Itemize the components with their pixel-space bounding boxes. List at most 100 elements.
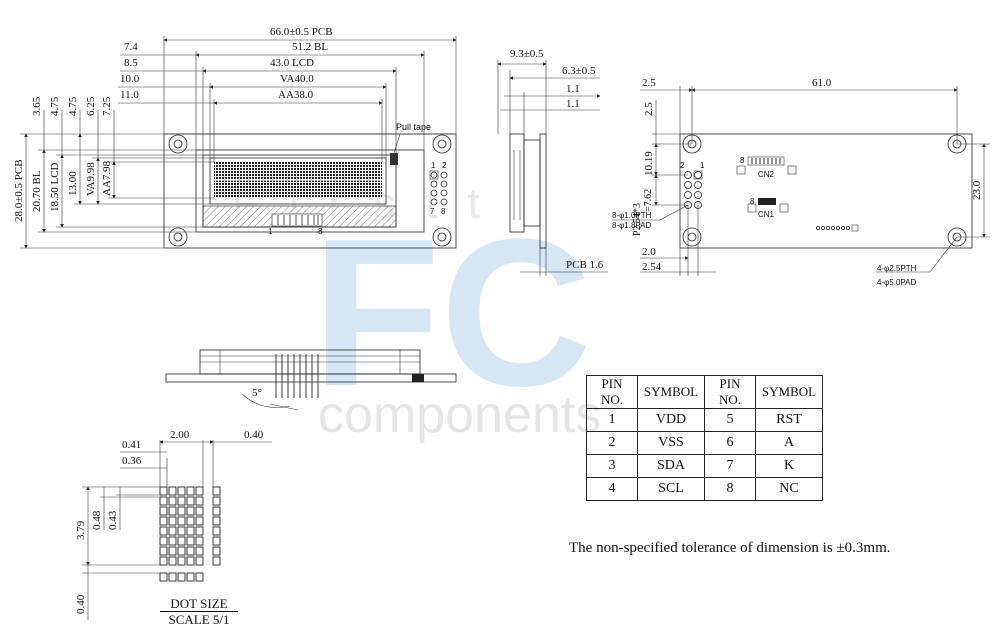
header-pin-no-1: PIN NO. (586, 375, 638, 409)
pin-table-header-row: PIN NO. SYMBOL PIN NO. SYMBOL (586, 375, 823, 409)
dim-side-63: 6.3±0.5 (562, 65, 596, 77)
table-cell: 5 (704, 408, 756, 432)
front-pin1-label: 1 (431, 161, 436, 170)
dim-dot-041: 0.41 (122, 439, 141, 451)
dim-pcb-height: 28.0±0.5 PCB (13, 159, 25, 222)
table-cell: K (755, 454, 823, 478)
dim-back-pitch-total: =7.62 (643, 189, 654, 212)
table-row: 1 VDD 5 RST (586, 408, 823, 432)
bottom-side-view: 5° (165, 349, 457, 411)
front-view: 1 8 Pull tape 1 2 7 8 66.0±0.5 PCB 51.2 … (13, 26, 457, 249)
dim-back-25a: 2.5 (642, 77, 656, 89)
dim-v-475a: 4.75 (49, 96, 61, 116)
table-cell: 2 (586, 431, 638, 455)
table-cell: 1 (586, 408, 638, 432)
dim-offset-pcb: 7.4 (124, 41, 138, 53)
viewing-area (209, 157, 387, 205)
cn2-connector (747, 156, 785, 166)
dim-pcb-width: 66.0±0.5 PCB (270, 26, 333, 38)
back-pcb-outline (679, 133, 973, 249)
dim-dot-043: 0.43 (107, 510, 119, 530)
table-cell: VDD (637, 408, 705, 432)
dim-dot-040v: 0.40 (75, 594, 87, 614)
dot-scale-label: SCALE 5/1 (168, 612, 230, 627)
table-cell: 7 (704, 454, 756, 478)
table-cell: 3 (586, 454, 638, 478)
cn2-label: CN2 (758, 170, 775, 179)
dim-dot-200: 2.00 (170, 429, 190, 441)
dim-offset-bl: 8.5 (124, 57, 138, 69)
dim-v-475b: 4.75 (67, 96, 79, 116)
dim-offset-va: 11.0 (120, 89, 139, 101)
pull-tape-label: Pull tape (396, 122, 431, 132)
back-pth-label: 8-φ1.0PTH (612, 211, 652, 220)
dim-back-61: 61.0 (812, 77, 832, 89)
back-mount-holes (682, 134, 967, 247)
table-cell: 4 (586, 477, 638, 501)
table-cell: VSS (637, 431, 705, 455)
dim-aa-height: AA7.98 (101, 160, 113, 196)
back-pin-header (684, 170, 703, 209)
table-cell: A (755, 431, 823, 455)
dim-lcd-height: 18.50 LCD (49, 162, 61, 212)
cn1-label: CN1 (758, 210, 775, 219)
dim-dot-048: 0.48 (91, 510, 103, 530)
table-cell: 6 (704, 431, 756, 455)
dim-angle: 5° (252, 387, 262, 399)
table-row: 3 SDA 7 K (586, 454, 823, 478)
table-cell: 8 (704, 477, 756, 501)
back-pin2-label: 2 (680, 161, 685, 170)
dot-size-label: DOT SIZE (160, 596, 238, 612)
conn-start-label: 1 (268, 227, 273, 236)
header-symbol-1: SYMBOL (637, 375, 705, 409)
pull-tape (390, 153, 398, 165)
dim-lcd-width: 43.0 LCD (270, 57, 314, 69)
cn1-pin-label: 8 (750, 197, 755, 206)
back-view: 8 CN2 8 CN1 2 1 2.5 61.0 (612, 77, 990, 287)
table-row: 2 VSS 6 A (586, 431, 823, 455)
dim-dot-040h: 0.40 (244, 429, 264, 441)
side-pcb (539, 133, 547, 249)
dim-v-725: 7.25 (101, 96, 113, 116)
dim-v-365: 3.65 (31, 96, 43, 116)
front-pin7-label: 7 (430, 207, 435, 216)
dot-detail: 0.41 2.00 0.40 0.36 3.79 0.48 0.43 0.40 (75, 429, 272, 620)
bottom-header-pins (275, 354, 319, 398)
mount-hole-tr (432, 134, 452, 154)
dim-bl-height: 20.70 BL (31, 170, 43, 212)
table-cell: RST (755, 408, 823, 432)
dim-side-11a: 1.1 (566, 83, 580, 95)
watermark-components: components (318, 386, 601, 444)
mount-hole-bl (168, 227, 188, 247)
back-pin1-label: 1 (700, 161, 705, 170)
front-pin8-label: 8 (441, 207, 446, 216)
front-pin-header (429, 170, 448, 206)
back-pad-label: 8-φ1.8PAD (612, 221, 652, 230)
dim-back-20: 2.0 (642, 246, 656, 258)
dim-back-pitch: P2.54*3 (632, 203, 643, 236)
dim-v-625: 6.25 (85, 96, 97, 116)
table-cell: SDA (637, 454, 705, 478)
dim-offset-lcd: 10.0 (120, 73, 140, 85)
watermark-fc: FC (312, 195, 592, 430)
dot-grid (159, 486, 221, 582)
dim-back-254: 2.54 (642, 261, 662, 273)
back-mount-pth: 4-φ2.5PTH (877, 264, 917, 273)
dim-dot-036: 0.36 (122, 455, 142, 467)
dim-back-25b: 2.5 (643, 102, 655, 116)
table-cell: SCL (637, 477, 705, 501)
dim-aa-width: AA38.0 (278, 89, 314, 101)
dim-va-width: VA40.0 (280, 73, 314, 85)
dim-side-93: 9.3±0.5 (510, 48, 544, 60)
dim-dot-379: 3.79 (75, 520, 87, 540)
dim-back-23: 23.0 (971, 180, 983, 200)
mount-hole-br (432, 227, 452, 247)
header-pin-no-2: PIN NO. (704, 375, 756, 409)
conn-end-label: 8 (318, 227, 323, 236)
front-pin2-label: 2 (442, 161, 447, 170)
flex-connector (271, 213, 323, 227)
dim-h-1300: 13.00 (67, 171, 79, 196)
mount-hole-tl (168, 134, 188, 154)
dim-side-pcb-thickness: PCB 1.6 (566, 259, 604, 271)
